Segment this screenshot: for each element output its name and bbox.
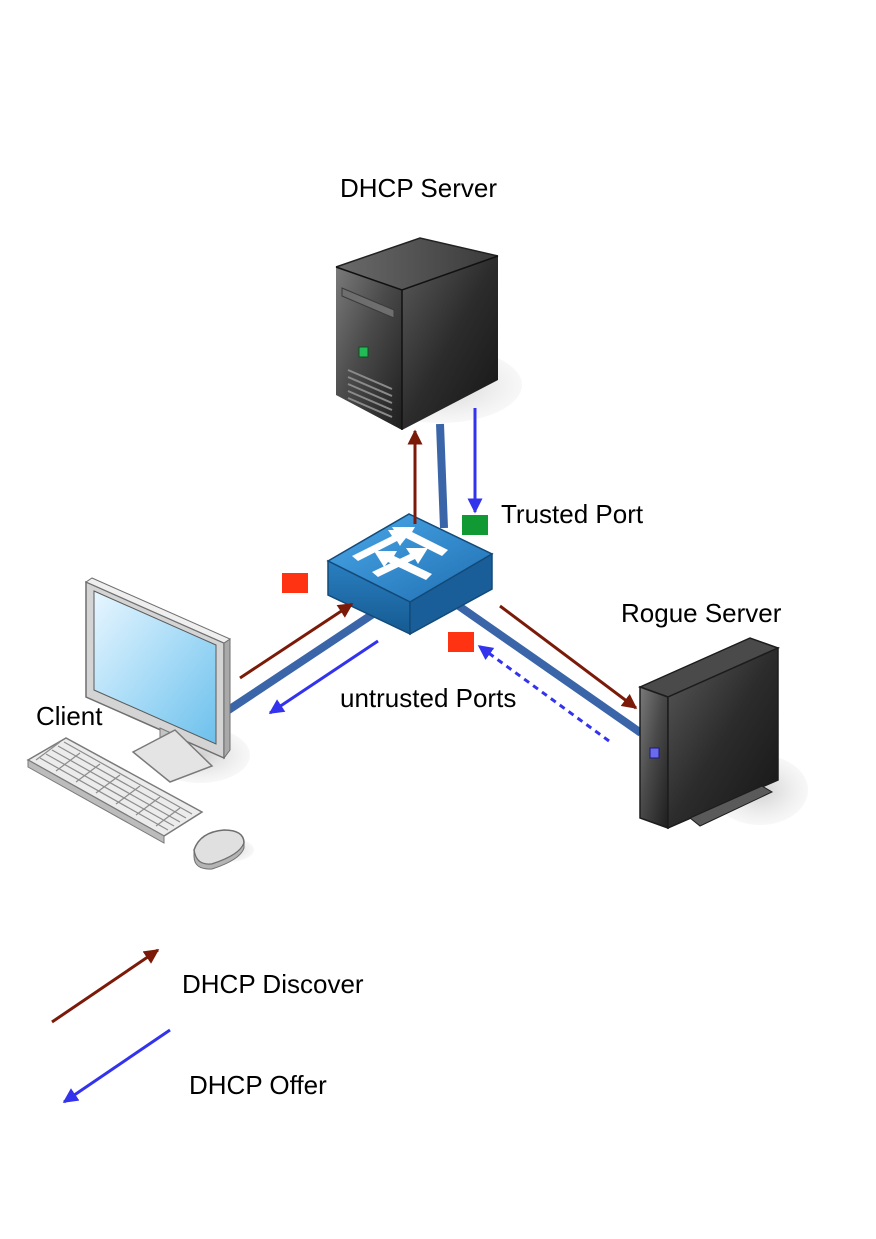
untrusted-port-marker-client [282,573,308,593]
keyboard-icon [26,737,204,844]
offer-arrow-from-rogue-blocked [477,644,610,743]
trusted-port-marker [462,515,488,535]
client-computer-icon [26,577,245,870]
switch-icon [326,513,494,636]
legend-discover-label: DHCP Discover [182,969,364,999]
discover-arrows [239,429,638,710]
rogue-server-label: Rogue Server [621,598,782,628]
offer-arrows [268,408,610,743]
client-label: Client [36,701,103,731]
untrusted-ports-label: untrusted Ports [340,683,516,713]
link-switch-client [224,610,376,715]
legend-discover-arrow [51,948,160,1024]
network-links [224,423,644,737]
discover-arrow-to-rogue [499,604,638,710]
legend-offer-arrow [62,1028,171,1104]
untrusted-port-marker-rogue [448,632,474,652]
link-switch-rogue [453,600,644,737]
link-server-switch [436,423,448,529]
legend: DHCP Discover DHCP Offer [51,948,364,1104]
offer-arrow-to-client [268,639,379,715]
trusted-port-label: Trusted Port [501,499,644,529]
legend-offer-label: DHCP Offer [189,1070,327,1100]
switch-arrows-icon [352,527,448,580]
discover-arrow-from-client [239,602,354,680]
dhcp-server-label: DHCP Server [340,173,497,203]
mouse-icon [193,829,245,870]
rogue-server-icon [637,637,781,830]
dhcp-server-icon [335,237,499,430]
monitor-icon [84,577,232,783]
